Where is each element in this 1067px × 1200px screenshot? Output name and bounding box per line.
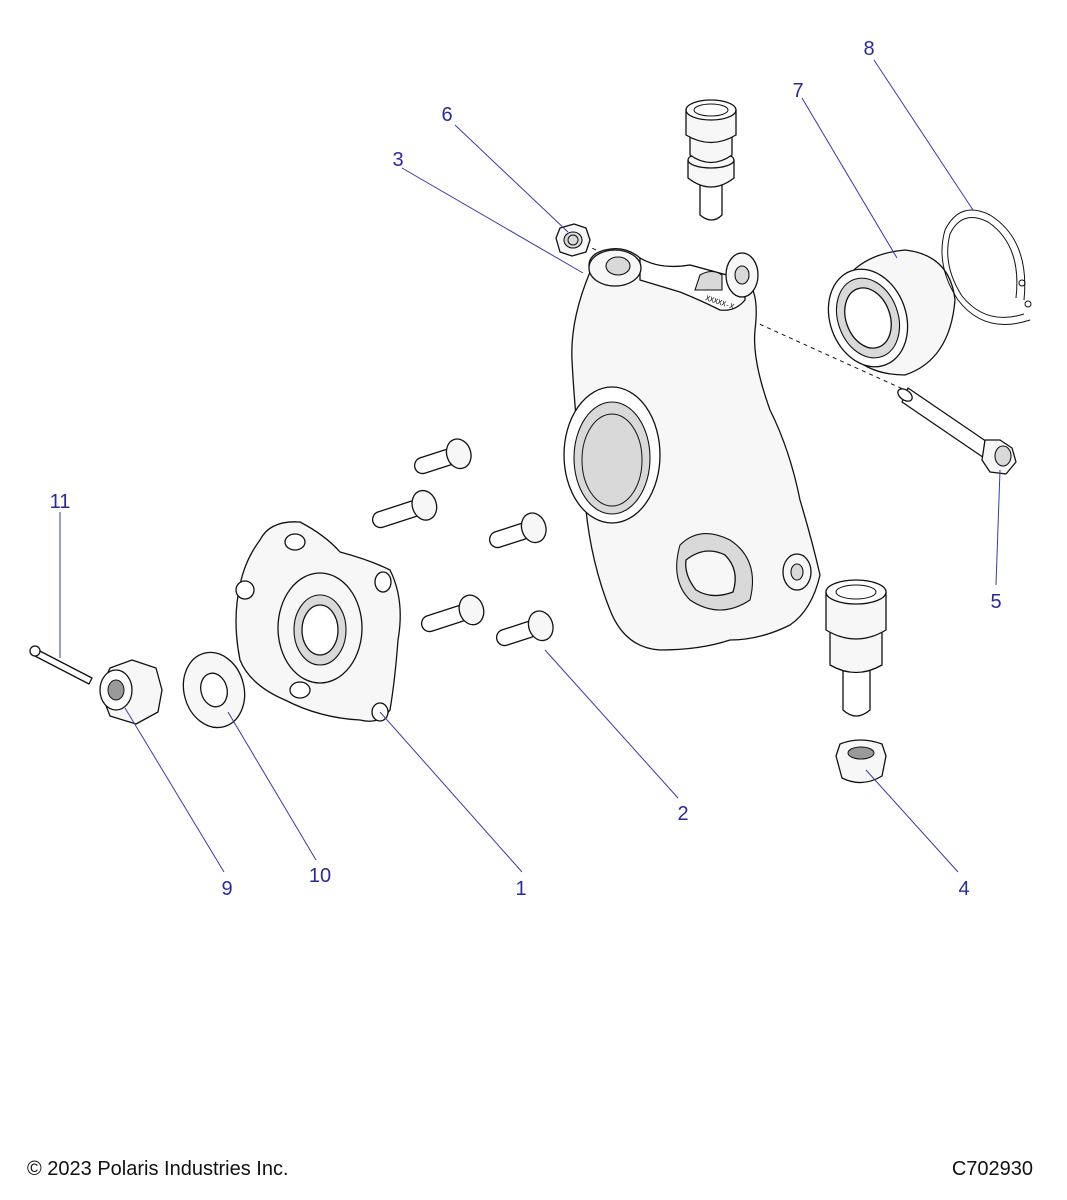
leader-2	[544, 649, 679, 799]
lower-ball-joint	[825, 579, 887, 717]
callout-4: 4	[958, 878, 969, 900]
callout-1: 1	[515, 878, 526, 900]
leader-6	[454, 124, 569, 233]
callout-10: 10	[309, 865, 331, 887]
cotter-pin-11	[29, 645, 93, 685]
pinch-bolt-5	[897, 387, 1017, 475]
callout-11: 11	[50, 491, 71, 513]
leader-3	[401, 167, 584, 274]
callout-3: 3	[392, 149, 403, 171]
callout-labels: 1 2 3 4 5 6 7 8 9 10 11	[50, 38, 1002, 900]
wheel-hub-1	[235, 521, 401, 722]
leader-9	[124, 707, 225, 873]
callout-7: 7	[792, 80, 803, 102]
leader-1	[379, 711, 523, 873]
retaining-ring-8	[941, 209, 1032, 325]
flange-nut-4	[835, 739, 887, 784]
castle-nut-9	[99, 659, 163, 725]
leader-4	[865, 769, 959, 873]
upper-ball-joint	[685, 99, 737, 221]
callout-5: 5	[990, 591, 1001, 613]
leader-5	[995, 469, 1001, 586]
flange-nut-6	[555, 223, 591, 257]
leader-8	[873, 59, 974, 211]
copyright-notice: © 2023 Polaris Industries Inc.	[27, 1158, 289, 1180]
callout-9: 9	[221, 878, 232, 900]
callout-2: 2	[677, 803, 688, 825]
leader-lines	[59, 59, 1001, 873]
leader-10	[227, 711, 317, 861]
wheel-bearing-7	[827, 249, 956, 376]
callout-8: 8	[863, 38, 874, 60]
leader-7	[801, 97, 898, 259]
drawing-number: C702930	[951, 1158, 1033, 1180]
wheel-studs-2	[371, 438, 554, 647]
callout-6: 6	[441, 104, 452, 126]
steering-knuckle-3: XXXXX-X	[563, 247, 821, 651]
washer-10	[182, 651, 246, 729]
